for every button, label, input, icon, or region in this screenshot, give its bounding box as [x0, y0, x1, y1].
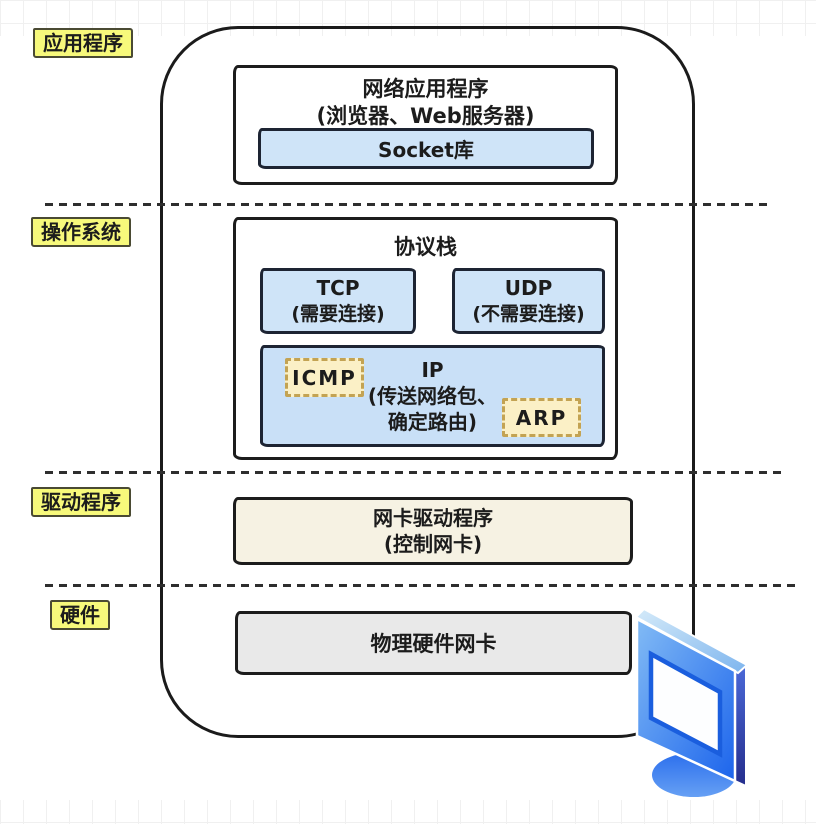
icmp-badge: ICMP — [285, 358, 364, 397]
icmp-label: ICMP — [292, 365, 357, 390]
socket-library-label: Socket库 — [378, 138, 474, 162]
hardware-box: 物理硬件网卡 — [235, 611, 632, 675]
monitor-side-face — [734, 661, 747, 788]
ip-label: IP — [421, 358, 444, 382]
socket-library-box: Socket库 — [258, 128, 594, 169]
protocol-stack-title: 协议栈 — [394, 235, 457, 259]
layer-label-os: 操作系统 — [31, 217, 131, 247]
ip-note-line2: 确定路由) — [387, 410, 478, 434]
driver-box-title: 网卡驱动程序 — [373, 506, 493, 530]
layer-label-hardware: 硬件 — [50, 600, 110, 630]
layer-label-driver: 驱动程序 — [31, 487, 131, 517]
computer-boundary-container — [160, 26, 695, 738]
application-box-title: 网络应用程序 — [362, 77, 489, 101]
hardware-box-title: 物理硬件网卡 — [370, 632, 497, 656]
separator-app-os — [45, 203, 771, 206]
driver-box: 网卡驱动程序 (控制网卡) — [233, 497, 633, 565]
separator-driver-hardware — [45, 584, 801, 587]
separator-os-driver — [45, 471, 781, 474]
udp-label: UDP — [504, 276, 553, 300]
tcp-box: TCP (需要连接) — [260, 268, 416, 334]
tcp-label: TCP — [316, 276, 360, 300]
ip-note-line1: (传送网络包、 — [367, 384, 498, 408]
tcp-note: (需要连接) — [291, 303, 385, 325]
arp-label: ARP — [515, 405, 568, 430]
ip-box: IP (传送网络包、 确定路由) ICMP ARP — [260, 345, 605, 447]
computer-monitor-icon — [634, 607, 749, 797]
protocol-stack-box: 协议栈 TCP (需要连接) UDP (不需要连接) IP (传送网络包、 确定… — [233, 217, 618, 460]
udp-note: (不需要连接) — [472, 303, 585, 325]
background-grid-bottom — [0, 800, 816, 824]
layer-label-application: 应用程序 — [33, 28, 133, 58]
monitor-screen — [648, 650, 723, 758]
udp-box: UDP (不需要连接) — [452, 268, 605, 334]
application-box: 网络应用程序 (浏览器、Web服务器) Socket库 — [233, 65, 618, 185]
arp-badge: ARP — [502, 398, 581, 437]
application-box-subtitle: (浏览器、Web服务器) — [316, 104, 535, 128]
driver-box-subtitle: (控制网卡) — [383, 532, 483, 556]
